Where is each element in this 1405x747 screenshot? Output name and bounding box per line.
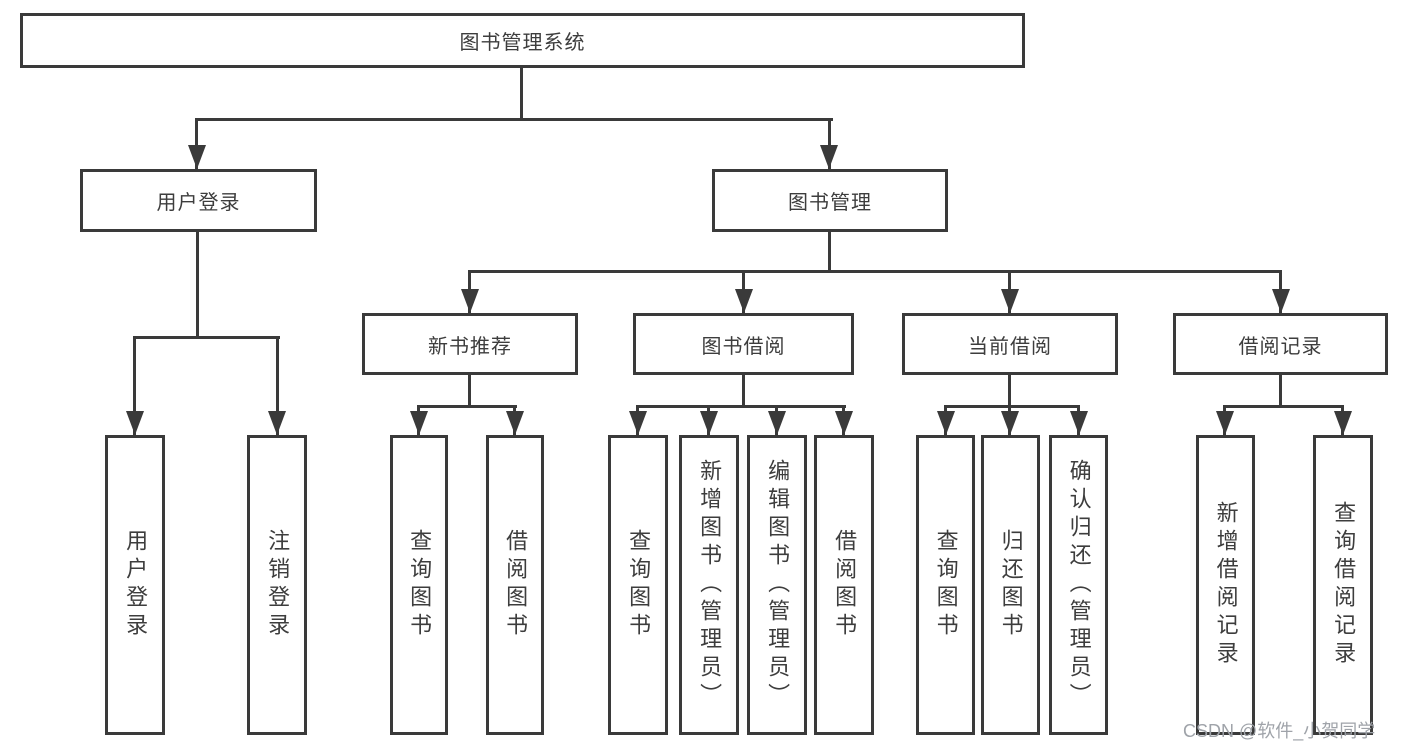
csdn-watermark: CSDN @软件_小贺同学 bbox=[1183, 721, 1376, 741]
node-label: 查询图书 bbox=[626, 529, 652, 641]
arrowhead bbox=[268, 411, 286, 435]
leaf-add-books-admin: 新增图书（管理员） bbox=[679, 435, 739, 735]
leaf-query-books: 查询图书 bbox=[916, 435, 975, 735]
connector-branch bbox=[468, 270, 1282, 273]
leaf-query-borrow-record: 查询借阅记录 bbox=[1313, 435, 1373, 735]
leaf-query-books: 查询图书 bbox=[608, 435, 668, 735]
leaf-logout: 注销登录 bbox=[247, 435, 307, 735]
connector-drop bbox=[133, 336, 136, 435]
arrowhead bbox=[937, 411, 955, 435]
node-label: 注销登录 bbox=[265, 529, 291, 641]
arrowhead bbox=[835, 411, 853, 435]
arrowhead bbox=[461, 289, 479, 313]
node-new-book-recommend: 新书推荐 bbox=[362, 313, 578, 375]
arrowhead bbox=[1001, 289, 1019, 313]
node-label: 新增图书（管理员） bbox=[697, 459, 723, 711]
connector-drop bbox=[828, 118, 831, 169]
node-label: 借阅图书 bbox=[503, 529, 529, 641]
connector-drop bbox=[276, 336, 279, 435]
arrowhead bbox=[629, 411, 647, 435]
arrowhead bbox=[700, 411, 718, 435]
node-label: 编辑图书（管理员） bbox=[765, 459, 791, 711]
node-label: 图书管理系统 bbox=[459, 32, 586, 54]
connector-stem bbox=[520, 68, 523, 118]
node-book-management: 图书管理 bbox=[712, 169, 948, 232]
node-label: 借阅图书 bbox=[832, 529, 858, 641]
arrowhead bbox=[1216, 411, 1234, 435]
node-label: 新增借阅记录 bbox=[1213, 501, 1239, 669]
arrowhead bbox=[1070, 411, 1088, 435]
node-label: 用户登录 bbox=[123, 529, 149, 641]
connector-branch bbox=[944, 405, 1080, 408]
connector-stem bbox=[1279, 375, 1282, 405]
arrowhead bbox=[820, 145, 838, 169]
connector-branch bbox=[636, 405, 846, 408]
leaf-add-borrow-record: 新增借阅记录 bbox=[1196, 435, 1255, 735]
node-label: 借阅记录 bbox=[1238, 335, 1323, 358]
connector-branch bbox=[418, 405, 517, 408]
arrowhead bbox=[768, 411, 786, 435]
arrowhead bbox=[1272, 289, 1290, 313]
node-label: 用户登录 bbox=[156, 192, 241, 214]
connector-stem bbox=[828, 232, 831, 270]
leaf-query-books: 查询图书 bbox=[390, 435, 448, 735]
arrowhead bbox=[410, 411, 428, 435]
node-label: 图书管理 bbox=[788, 192, 872, 214]
connector-stem bbox=[196, 232, 199, 336]
leaf-return-books: 归还图书 bbox=[981, 435, 1040, 735]
node-label: 查询图书 bbox=[407, 529, 433, 641]
node-label: 图书借阅 bbox=[701, 335, 786, 358]
node-borrowing-records: 借阅记录 bbox=[1173, 313, 1388, 375]
node-label: 当前借阅 bbox=[968, 335, 1052, 358]
leaf-borrow-books: 借阅图书 bbox=[814, 435, 874, 735]
arrowhead bbox=[188, 145, 206, 169]
arrowhead bbox=[1334, 411, 1352, 435]
arrowhead bbox=[1001, 411, 1019, 435]
node-label: 确认归还（管理员） bbox=[1066, 459, 1092, 711]
arrowhead bbox=[126, 411, 144, 435]
node-book-borrowing: 图书借阅 bbox=[633, 313, 854, 375]
node-label: 查询图书 bbox=[933, 529, 959, 641]
node-library-management-system: 图书管理系统 bbox=[20, 13, 1025, 68]
node-label: 归还图书 bbox=[998, 529, 1024, 641]
node-current-borrowing: 当前借阅 bbox=[902, 313, 1118, 375]
connector-branch bbox=[134, 336, 280, 339]
connector-stem bbox=[468, 375, 471, 405]
node-label: 新书推荐 bbox=[428, 335, 512, 358]
connector-stem bbox=[742, 375, 745, 405]
arrowhead bbox=[506, 411, 524, 435]
node-label: 查询借阅记录 bbox=[1331, 501, 1357, 669]
node-user-login: 用户登录 bbox=[80, 169, 317, 232]
connector-stem bbox=[1008, 375, 1011, 405]
connector-drop bbox=[195, 118, 198, 169]
connector-branch bbox=[1224, 405, 1344, 408]
connector-branch bbox=[196, 118, 833, 121]
arrowhead bbox=[735, 289, 753, 313]
leaf-user-login: 用户登录 bbox=[105, 435, 165, 735]
leaf-confirm-return-admin: 确认归还（管理员） bbox=[1049, 435, 1108, 735]
leaf-borrow-books: 借阅图书 bbox=[486, 435, 544, 735]
leaf-edit-books-admin: 编辑图书（管理员） bbox=[747, 435, 807, 735]
